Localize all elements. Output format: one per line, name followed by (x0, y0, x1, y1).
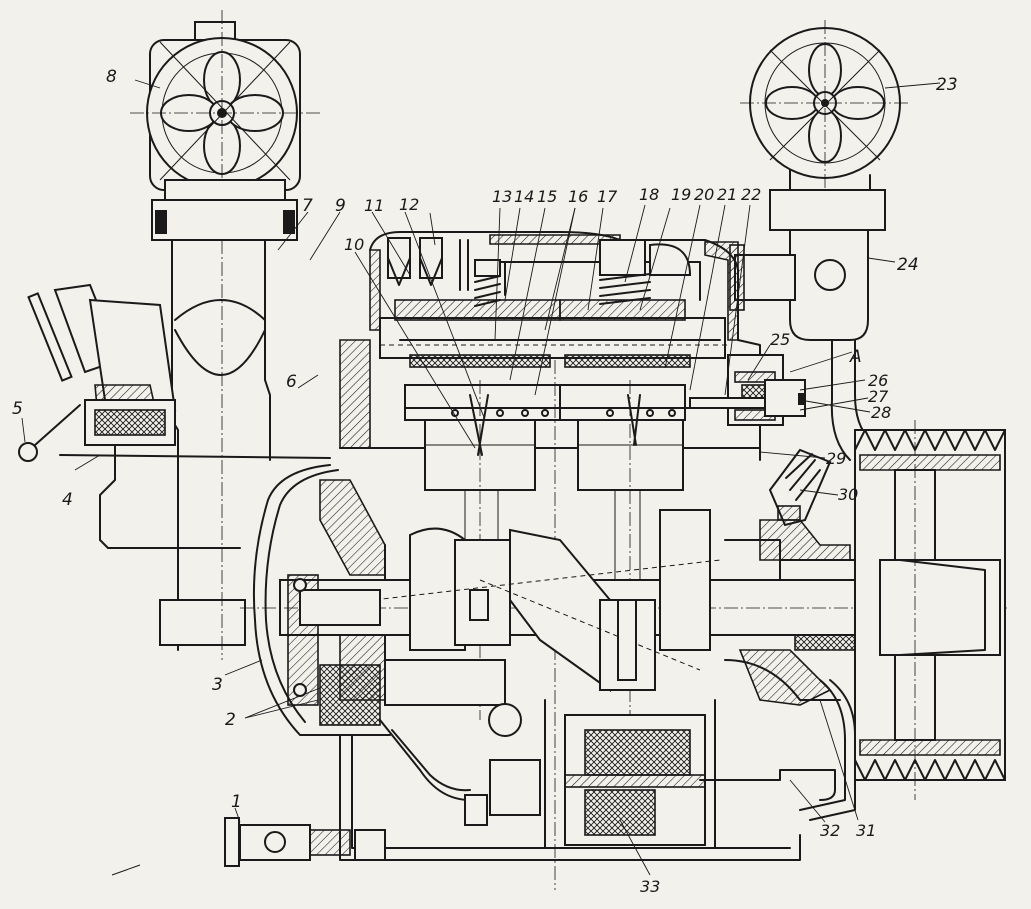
callout-32: 32 (820, 821, 840, 840)
callout-A: A (849, 347, 862, 367)
unloader-mechanism (689, 354, 806, 426)
callout-1: 1 (231, 792, 242, 812)
callout-33: 33 (640, 877, 660, 896)
piston-2 (577, 419, 684, 491)
callout-22: 22 (741, 185, 761, 204)
safety-valve (768, 448, 832, 527)
cylinder-head (369, 231, 739, 368)
callout-20: 20 (694, 185, 714, 204)
sight-knob (18, 442, 38, 462)
callout-21: 21 (717, 185, 737, 204)
callout-5: 5 (12, 399, 23, 419)
callout-25: 25 (770, 330, 790, 349)
callout-10: 10 (344, 235, 364, 254)
discharge-valve-assembly (729, 20, 910, 461)
suction-valve-assembly (130, 10, 320, 660)
callout-28: 28 (871, 403, 891, 422)
valve-springs (474, 259, 651, 307)
callout-12: 12 (399, 195, 419, 214)
callout-14: 14 (514, 187, 534, 206)
callout-4: 4 (62, 490, 73, 510)
cylinder-block (339, 339, 761, 890)
callout-9: 9 (335, 196, 346, 216)
callout-7: 7 (302, 196, 313, 216)
callout-18: 18 (639, 185, 659, 204)
callout-15: 15 (537, 187, 557, 206)
callout-29: 29 (826, 449, 846, 468)
leader-lines (21, 79, 941, 876)
callout-8: 8 (106, 67, 117, 87)
callout-26: 26 (868, 371, 888, 390)
oil-filter (379, 679, 856, 846)
callout-30: 30 (838, 485, 858, 504)
callout-3: 3 (212, 675, 223, 695)
suction-filter (18, 283, 331, 549)
drain-plug (224, 817, 386, 867)
callout-24: 24 (897, 255, 919, 275)
callout-11: 11 (364, 196, 384, 215)
callout-13: 13 (492, 187, 512, 206)
callout-17: 17 (597, 187, 618, 206)
liner-bolts (451, 409, 676, 417)
callout-6: 6 (286, 372, 297, 392)
callout-31: 31 (856, 821, 876, 840)
oil-pump (287, 574, 506, 726)
callout-labels: 1 2 3 4 5 6 7 8 9 10 11 12 13 14 15 16 1… (12, 67, 958, 896)
crankshaft (240, 509, 1010, 692)
drive-pulley (854, 420, 1006, 800)
callout-16: 16 (568, 187, 588, 206)
callout-27: 27 (868, 387, 889, 406)
callout-2: 2 (225, 710, 236, 730)
callout-19: 19 (671, 185, 691, 204)
callout-23: 23 (936, 75, 958, 95)
